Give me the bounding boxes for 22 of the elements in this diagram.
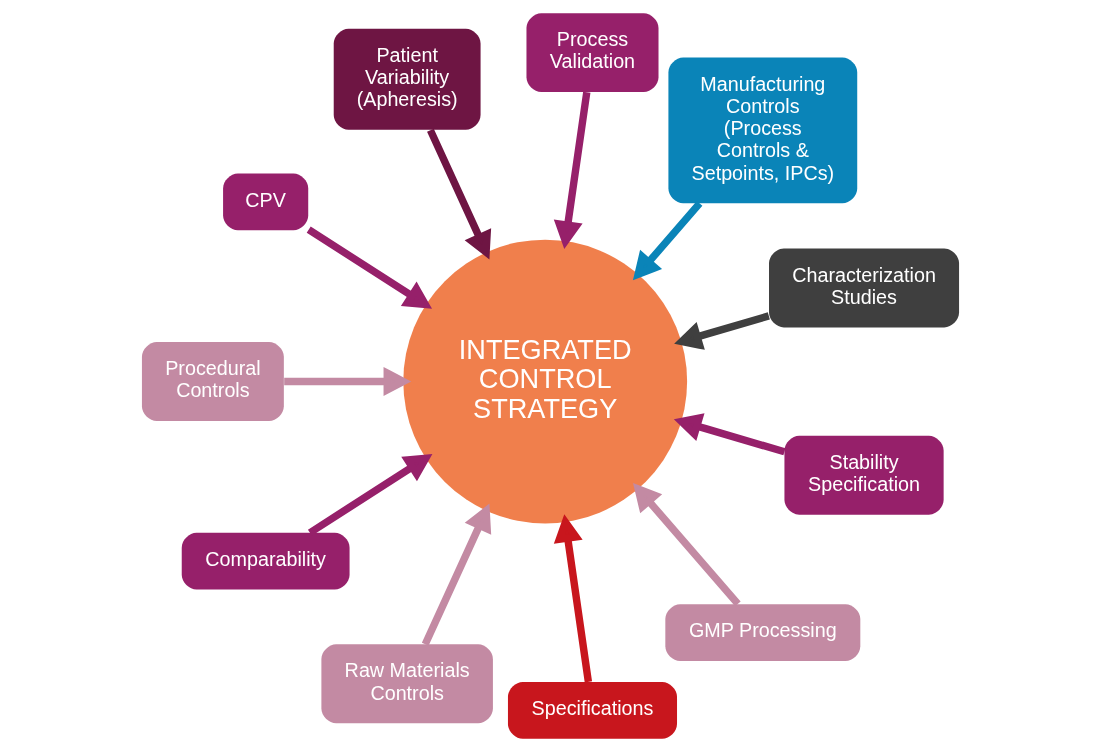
node-box: Raw Materials Controls: [320, 644, 493, 724]
node-box: Patient Variability (Apheresis): [333, 28, 481, 130]
arrow: [306, 226, 432, 309]
node-box: Process Validation: [525, 13, 658, 93]
node-box: Stability Specification: [783, 435, 944, 515]
arrow: [553, 91, 590, 249]
node-box: Specifications: [507, 682, 677, 739]
node-box: Comparability: [181, 532, 350, 590]
arrow: [632, 200, 702, 281]
node-box: Characterization Studies: [768, 248, 959, 328]
arrow: [421, 503, 491, 646]
arrow: [307, 454, 432, 536]
node-box: GMP Processing: [664, 604, 860, 662]
arrow: [426, 128, 491, 260]
node-box: Procedural Controls: [141, 342, 284, 422]
arrow: [553, 514, 592, 683]
arrow: [673, 312, 770, 350]
arrow: [673, 413, 785, 456]
node-box: CPV: [222, 173, 308, 231]
arrow: [632, 482, 741, 607]
arrow: [283, 367, 411, 397]
node-box: Manufacturing Controls (Process Controls & Setpoints, IPCs): [667, 57, 857, 204]
